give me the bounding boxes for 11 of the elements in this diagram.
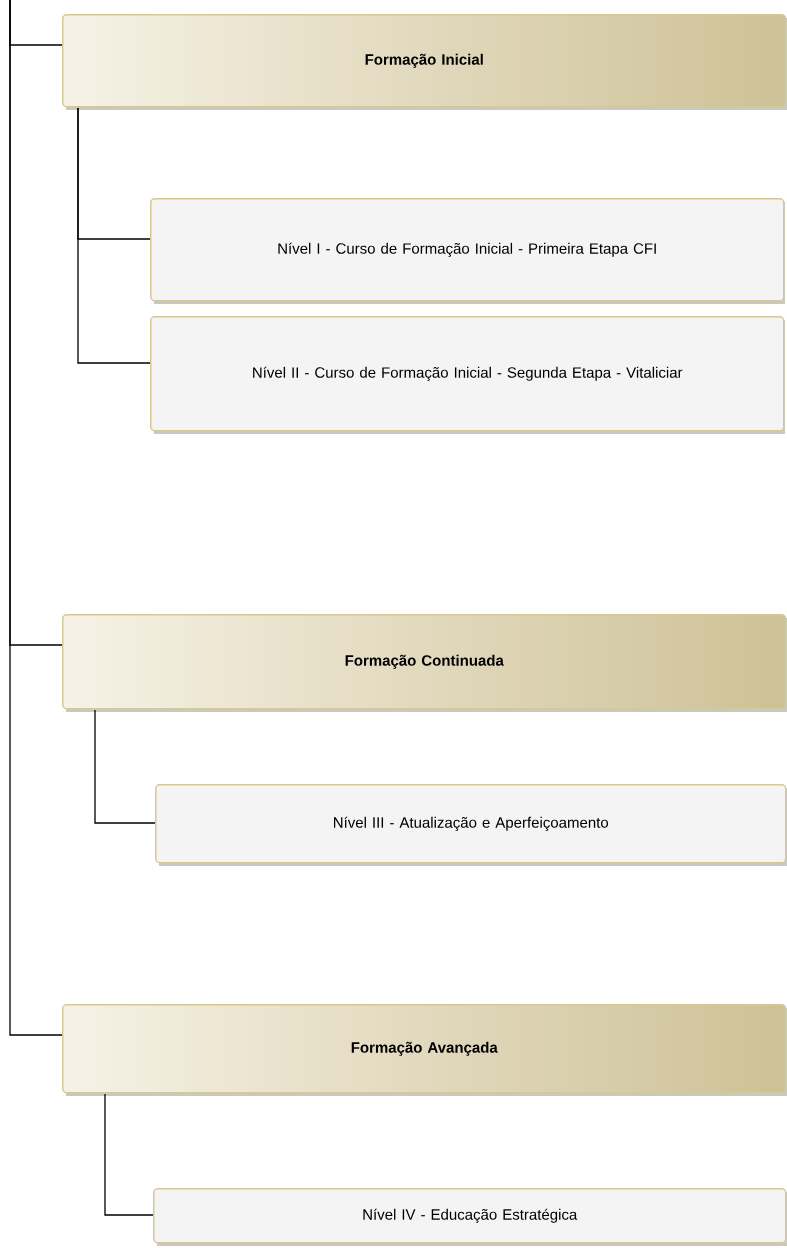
level-box: Nível III - Atualização e Aperfeiçoamento [155,784,787,866]
level-box: Nível I - Curso de Formação Inicial - Primeira Etapa CFI [150,198,785,304]
connector-line [104,1093,154,1216]
level-box: Nível IV - Educação Estratégica [153,1188,787,1246]
level-box: Nível II - Curso de Formação Inicial - Segunda Etapa - Vitaliciar [150,316,785,434]
category-box: Formação Continuada [62,614,787,712]
connector-line [9,0,63,1036]
connector-line [77,107,151,364]
connector-line [94,709,156,824]
category-box: Formação Inicial [62,14,787,110]
category-box: Formação Avançada [62,1004,787,1096]
